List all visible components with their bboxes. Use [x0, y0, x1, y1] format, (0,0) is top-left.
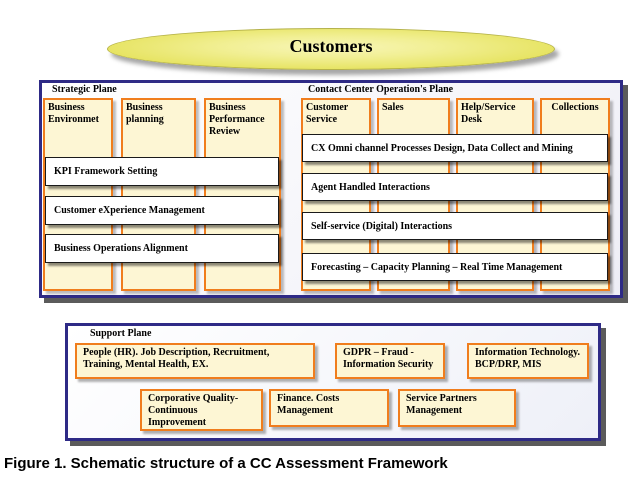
customers-label: Customers	[289, 36, 373, 56]
column-label: Customer Service	[306, 102, 349, 125]
bar-cx-omnichannel: CX Omni channel Processes Design, Data C…	[302, 134, 608, 162]
bar-forecasting: Forecasting – Capacity Planning – Real T…	[302, 253, 608, 281]
bar-self-service: Self-service (Digital) Interactions	[302, 212, 608, 240]
support-box-service-partners: Service Partners Management	[398, 389, 516, 427]
support-box-finance: Finance. Costs Management	[269, 389, 389, 427]
customers-ellipse	[107, 28, 555, 70]
bar-operations-alignment: Business Operations Alignment	[45, 234, 279, 263]
support-box-gdpr: GDPR – Fraud - Information Security	[335, 343, 445, 379]
bar-cx-management: Customer eXperience Management	[45, 196, 279, 225]
support-box-people-hr: People (HR). Job Description, Recruitmen…	[75, 343, 315, 379]
column-label: Sales	[382, 102, 404, 113]
bar-agent-handled: Agent Handled Interactions	[302, 173, 608, 201]
support-box-quality: Corporative Quality-Continuous Improveme…	[140, 389, 263, 431]
contact-center-plane-title: Contact Center Operation's Plane	[308, 84, 454, 95]
column-label: Business planning	[126, 102, 164, 125]
column-label: Business Performance Review	[209, 102, 265, 137]
column-label: Help/Service Desk	[461, 102, 516, 125]
support-plane-title: Support Plane	[90, 328, 152, 339]
strategic-plane-title: Strategic Plane	[52, 84, 117, 95]
column-label: Business Environmet	[48, 102, 99, 125]
figure-caption: Figure 1. Schematic structure of a CC As…	[4, 455, 448, 472]
support-box-it: Information Technology. BCP/DRP, MIS	[467, 343, 589, 379]
column-label: Collections	[551, 102, 599, 113]
bar-kpi-framework: KPI Framework Setting	[45, 157, 279, 186]
